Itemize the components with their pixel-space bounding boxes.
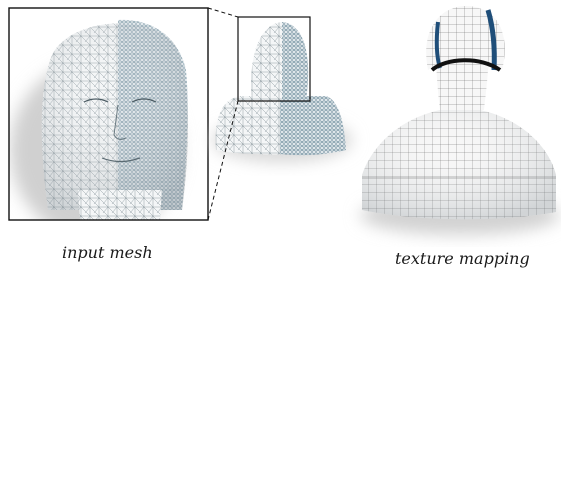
caption-texture-mapping: texture mapping — [395, 249, 530, 268]
caption-input-mesh: input mesh — [62, 243, 153, 262]
